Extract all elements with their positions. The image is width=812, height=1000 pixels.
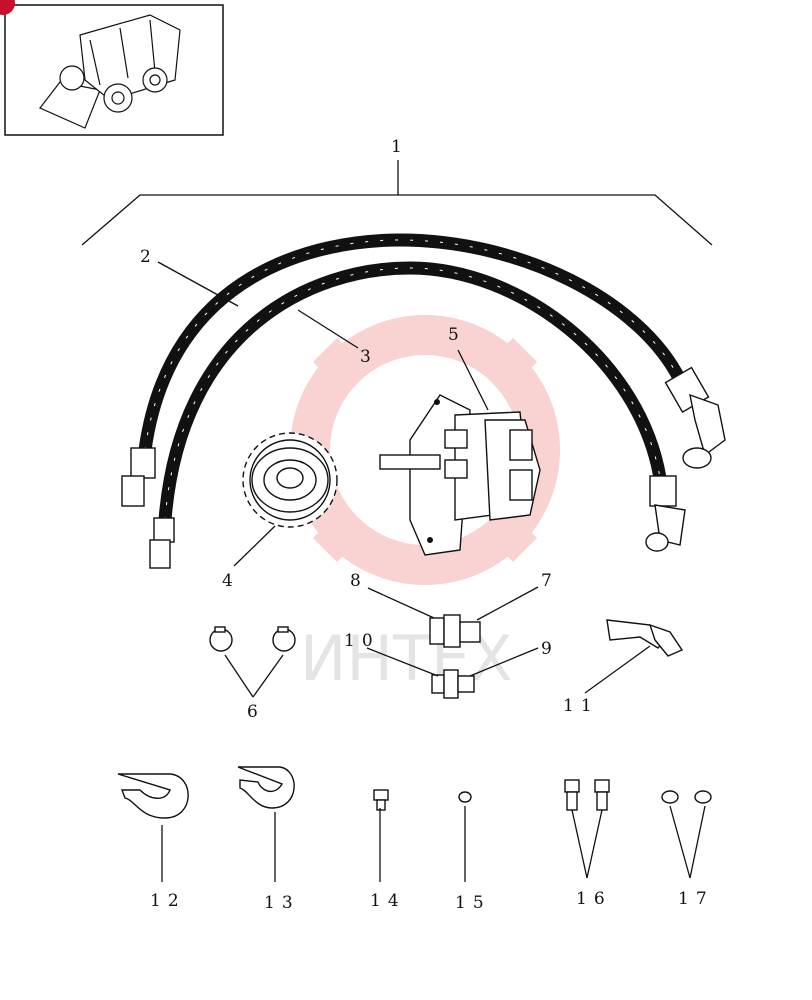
- washers-part-17: [661, 790, 712, 804]
- callout-11: 11: [563, 696, 599, 716]
- callout-10: 10: [344, 631, 380, 651]
- callout-7: 7: [541, 571, 559, 591]
- fitting-part-9-10: [431, 669, 475, 699]
- bolt-part-14: [373, 789, 389, 811]
- retaining-ring-part-6: [209, 626, 296, 652]
- callout-16: 16: [576, 889, 612, 909]
- callout-12: 12: [150, 891, 186, 911]
- callout-1-bracket: [81, 160, 713, 246]
- skid-steer-loader-icon: [39, 14, 181, 129]
- callout-4: 4: [222, 571, 240, 591]
- callout-2: 2: [140, 247, 158, 267]
- hose-clamp-part-12: [117, 773, 189, 819]
- callout-6: 6: [247, 702, 265, 722]
- callout-17: 17: [678, 889, 714, 909]
- hose-3: [149, 261, 686, 569]
- leader-lines: [157, 261, 706, 882]
- inset-thumbnail: [0, 0, 224, 136]
- callout-13: 13: [264, 893, 300, 913]
- hydraulic-pump-part-5: [379, 394, 541, 556]
- callout-labels: 1 2 3 4 5 6 7 8 9 10 11 12 13 14 15 16 1…: [140, 137, 714, 913]
- bolts-part-16: [564, 779, 610, 811]
- hose-clamp-part-13: [237, 766, 295, 809]
- callout-1: 1: [391, 137, 409, 157]
- hose-2: [121, 233, 726, 507]
- callout-9: 9: [541, 639, 559, 659]
- callout-14: 14: [370, 891, 406, 911]
- fitting-part-7-8: [429, 614, 481, 648]
- callout-15: 15: [455, 893, 491, 913]
- callout-8: 8: [350, 571, 368, 591]
- elbow-fitting-part-11: [606, 619, 684, 657]
- callout-5: 5: [448, 325, 466, 345]
- gear-part-4: [242, 432, 338, 528]
- nut-part-15: [458, 791, 472, 803]
- callout-3: 3: [360, 347, 378, 367]
